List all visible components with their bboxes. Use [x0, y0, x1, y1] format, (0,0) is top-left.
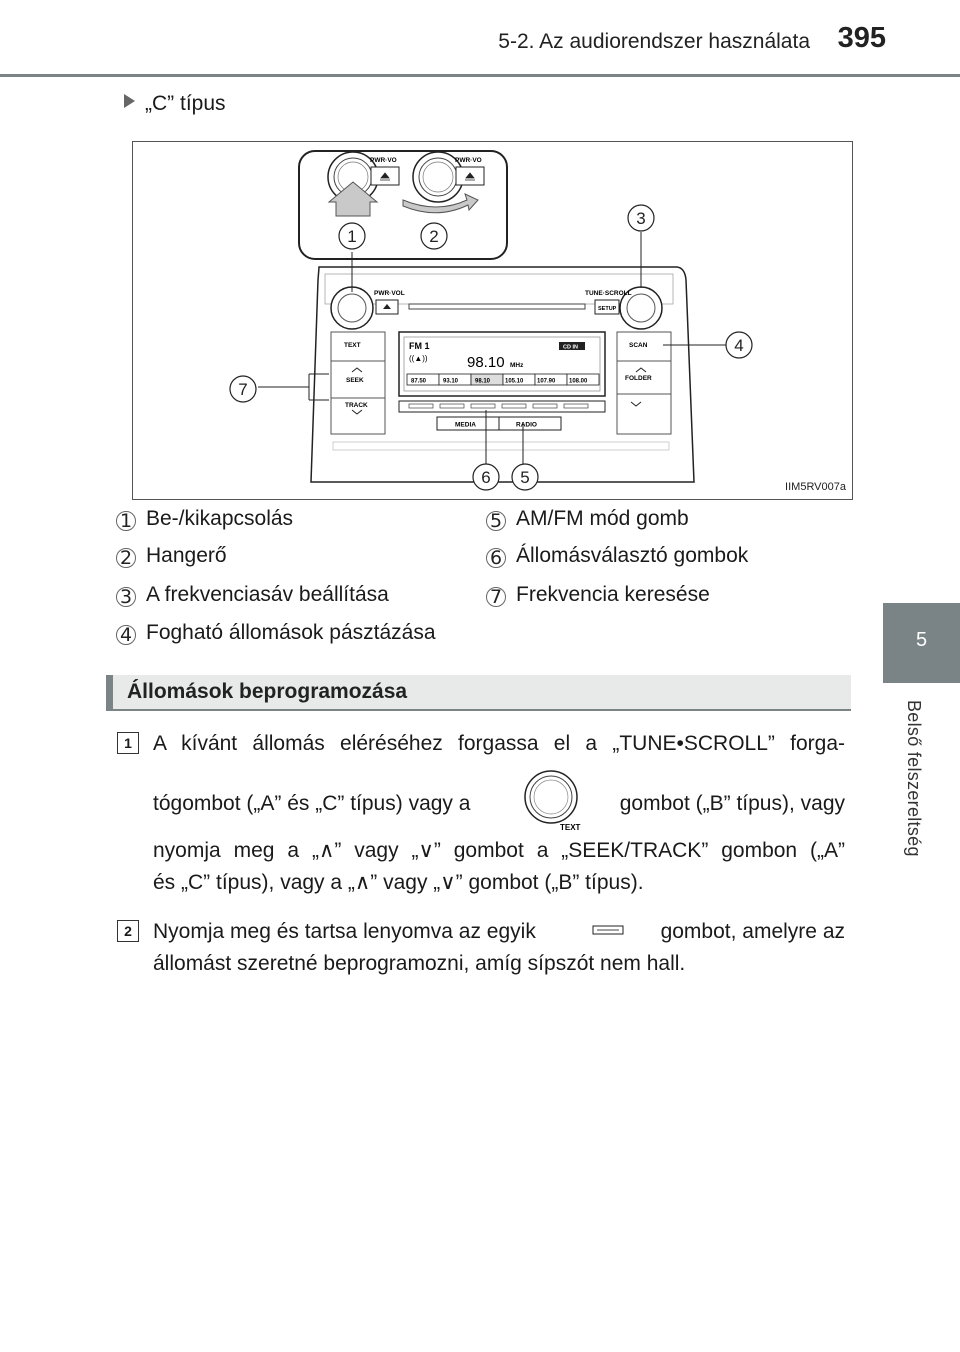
preset-label-1: 87.50 [411, 379, 427, 385]
step-number-2: 2 [117, 920, 139, 942]
legend-number: 3 [115, 586, 137, 608]
preset-button-icon [592, 925, 624, 935]
tune-scroll-label: TUNE·SCROLL [585, 290, 632, 297]
svg-text:1: 1 [347, 227, 356, 246]
folder-button-label: FOLDER [625, 375, 652, 382]
svg-text:3: 3 [636, 209, 645, 228]
step-1-line-2a: tógombot („A” és „C” típus) vagy a [153, 792, 471, 815]
svg-text:4: 4 [734, 336, 743, 355]
cd-in-indicator: CD IN [563, 345, 578, 351]
callout-3: 3 [627, 204, 655, 232]
legend-number: 7 [485, 586, 507, 608]
svg-text:5: 5 [520, 468, 529, 487]
text-button-label: TEXT [344, 342, 361, 349]
svg-text:7: 7 [238, 380, 247, 399]
legend-text: Fogható állomások pásztázása [146, 621, 436, 644]
knob-text-label: TEXT [560, 823, 581, 832]
rotate-arrow-icon [402, 193, 479, 214]
step-1-line-4: és „C” típus), vagy a „∧” vagy „∨” gombo… [153, 871, 644, 894]
chapter-title: Belső felszereltség [904, 700, 924, 857]
callout-7: 7 [229, 375, 257, 403]
callout-1: 1 [338, 222, 366, 250]
callout-leaders [258, 232, 726, 464]
preset-label-3: 98.10 [475, 379, 491, 385]
inset-pwr-vol-label-1: PWR·VO [370, 157, 397, 164]
svg-text:6: 6 [481, 468, 490, 487]
callout-2: 2 [420, 222, 448, 250]
page-header: 5-2. Az audiorendszer használata 395 [0, 0, 960, 78]
scan-button-label: SCAN [629, 342, 648, 349]
audio-panel-illustration: PWR·VO PWR·VO PWR·VO [229, 150, 753, 491]
legend-text: Frekvencia keresése [516, 583, 710, 606]
type-subtitle: „C” típus [124, 92, 226, 116]
preset-label-6: 108.00 [569, 379, 588, 385]
legend-number: 6 [485, 547, 507, 569]
section-title-header: 5-2. Az audiorendszer használata [498, 30, 810, 53]
preset-label-5: 107.90 [537, 379, 556, 385]
callout-markers: 1 2 3 4 5 6 7 [229, 204, 753, 491]
chapter-tab: 5 [883, 603, 960, 683]
svg-text:2: 2 [429, 227, 438, 246]
display-band: FM 1 [409, 341, 430, 351]
chapter-number: 5 [915, 629, 928, 651]
setup-label: SETUP [598, 306, 617, 312]
head-unit: PWR·VOL TUNE·SCROLL SETUP TEXT SEEK TRAC… [310, 266, 695, 483]
inset-knob-2: PWR·VO [412, 151, 485, 203]
legend-number: 5 [485, 510, 507, 532]
track-button-label: TRACK [345, 402, 368, 409]
callout-5: 5 [511, 463, 539, 491]
triangle-bullet-icon [124, 94, 135, 108]
chapter-label: Belső felszereltség [895, 700, 935, 940]
callout-6: 6 [472, 463, 500, 491]
step-number-1: 1 [117, 732, 139, 754]
legend-text: Állomásválasztó gombok [516, 544, 749, 567]
type-subtitle-text: „C” típus [145, 92, 226, 115]
signal-icon: ((▲)) [409, 354, 428, 363]
step-2-line-1a: Nyomja meg és tartsa lenyomva az egyik [153, 920, 536, 943]
preset-label-2: 93.10 [443, 379, 459, 385]
seek-button-label: SEEK [346, 377, 364, 384]
page-number: 395 [837, 22, 886, 54]
preset-button-row [398, 400, 606, 413]
step-1-line-1: A kívánt állomás eléréséhez forgassa el … [153, 732, 845, 755]
radio-button-label: RADIO [516, 422, 537, 429]
inset-knobs: PWR·VO PWR·VO [298, 150, 508, 260]
legend-number: 2 [115, 547, 137, 569]
legend-text: Hangerő [146, 544, 227, 567]
push-arrow-icon [327, 181, 379, 217]
display-preset-bar: 87.50 93.10 98.10 105.10 107.90 108.00 [406, 373, 600, 386]
section-accent [106, 675, 113, 709]
legend-text: AM/FM mód gomb [516, 507, 689, 530]
callout-4: 4 [725, 331, 753, 359]
step-1-line-3: nyomja meg a „∧” vagy „∨” gombot a „SEEK… [153, 839, 845, 862]
legend-number: 4 [115, 624, 137, 646]
legend-text: A frekvenciasáv beállítása [146, 583, 389, 606]
inset-knob-1: PWR·VO [327, 151, 400, 203]
display-frequency: 98.10 [467, 354, 505, 371]
step-2-line-1b: gombot, amelyre az [660, 920, 845, 943]
header-rule [0, 74, 960, 77]
step-2-line-2: állomást szeretné beprogramozni, amíg sí… [153, 952, 686, 975]
legend-number: 1 [115, 510, 137, 532]
step-1-line-2b: gombot („B” típus), vagy [619, 792, 845, 815]
inset-pwr-vol-label-2: PWR·VO [455, 157, 482, 164]
tune-knob-icon: TEXT [524, 770, 581, 832]
media-button-label: MEDIA [455, 422, 476, 429]
audio-panel-figure: PWR·VO PWR·VO PWR·VO [132, 141, 853, 500]
preset-label-4: 105.10 [505, 379, 524, 385]
section-heading: Állomások beprogramozása [106, 675, 851, 711]
display-unit: MHz [510, 362, 524, 369]
figure-code: IIM5RV007a [785, 481, 846, 493]
section-heading-text: Állomások beprogramozása [127, 680, 408, 703]
legend-text: Be-/kikapcsolás [146, 507, 294, 530]
pwr-vol-label: PWR·VOL [374, 290, 405, 297]
